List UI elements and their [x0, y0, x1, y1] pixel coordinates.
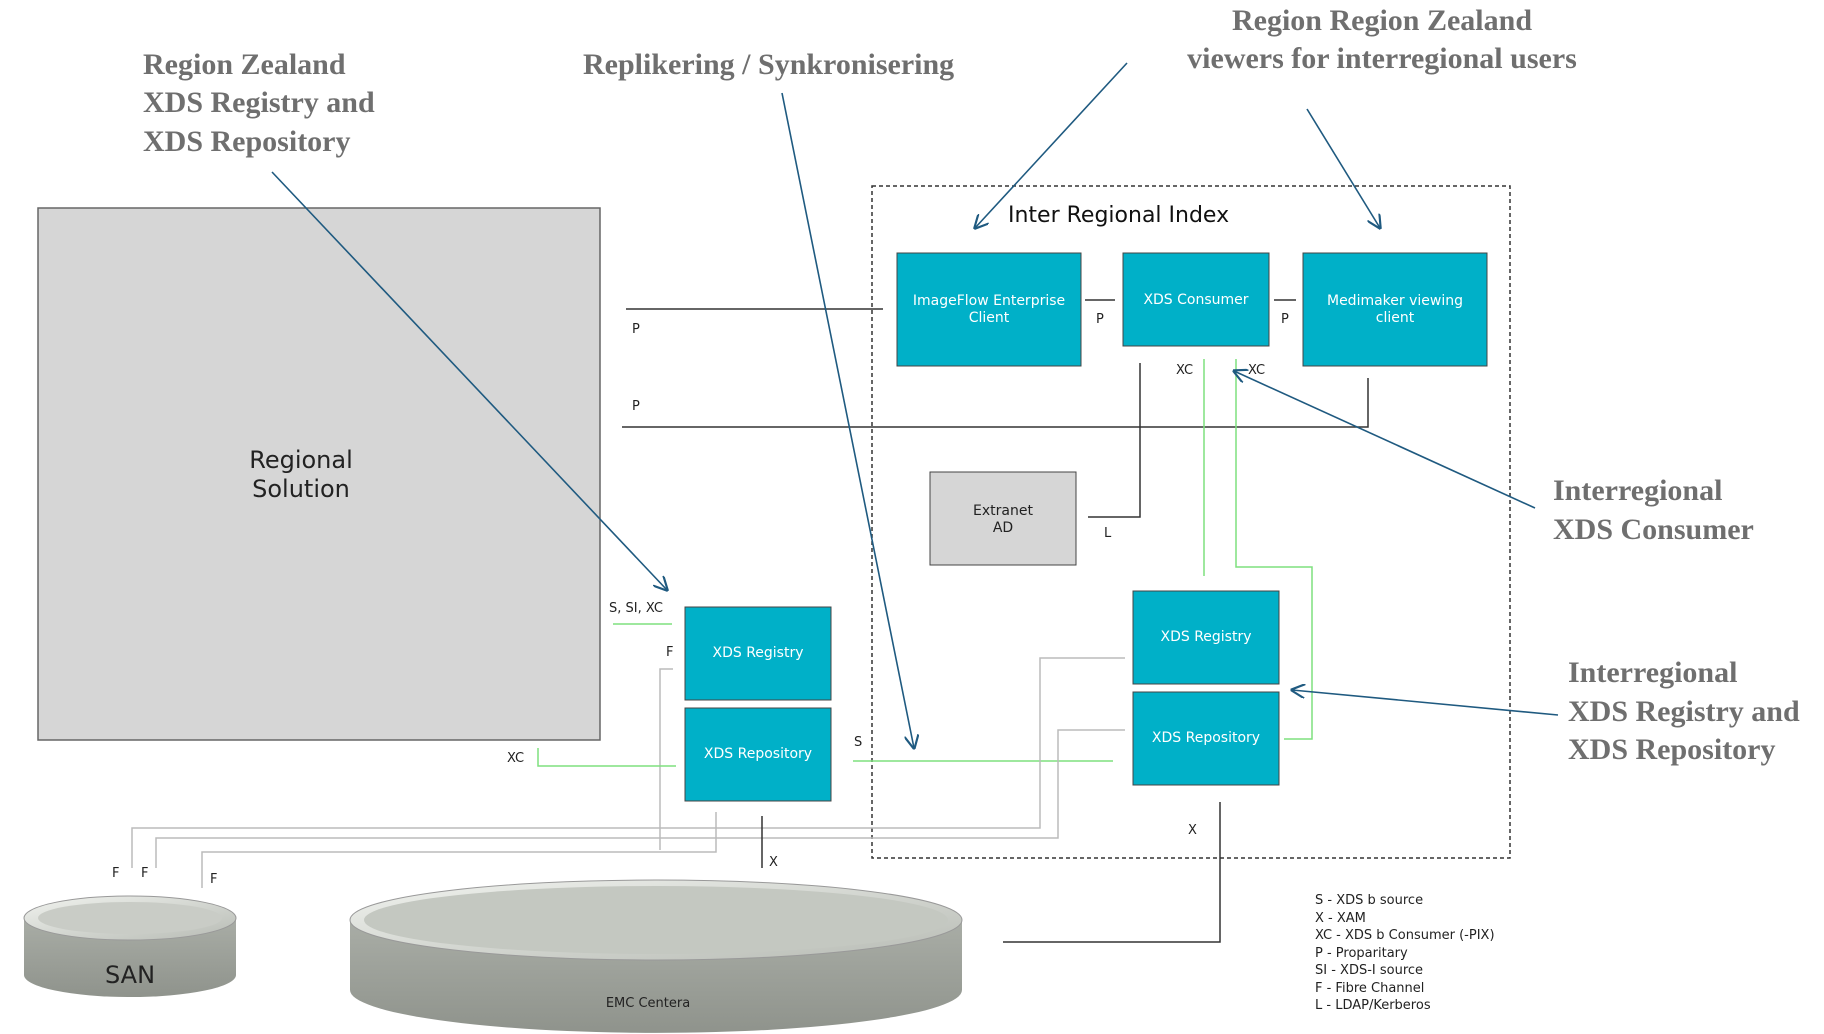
san-label: SAN	[105, 961, 155, 989]
legend-item-s: S - XDS b source	[1315, 893, 1423, 908]
annotation-viewers-line2: viewers for interregional users	[1187, 42, 1577, 75]
extranet-label-line1: Extranet	[973, 503, 1033, 519]
emc-centera-storage-icon	[349, 879, 963, 1033]
label-p-bottom: P	[632, 399, 640, 414]
xds-repository-region-box	[684, 707, 832, 802]
annotation-interregional-consumer-line1: Interregional	[1553, 474, 1722, 507]
label-p-top: P	[632, 322, 640, 337]
medimaker-label-line1: Medimaker viewing	[1327, 293, 1463, 309]
inter-regional-index-container	[871, 185, 1511, 859]
legend-item-xc: XC - XDS b Consumer (-PIX)	[1315, 928, 1495, 943]
imageflow-label-line1: ImageFlow Enterprise	[913, 293, 1065, 309]
annotation-interregional-consumer-line2: XDS Consumer	[1553, 513, 1754, 546]
annotation-viewers-line1: Region Region Zealand	[1232, 4, 1532, 37]
inter-regional-index-title: Inter Regional Index	[1008, 203, 1229, 228]
extranet-ad-box	[929, 471, 1077, 566]
annotation-interregional-registry-line1: Interregional	[1568, 656, 1737, 689]
xds-repository-interregional-label: XDS Repository	[1152, 730, 1260, 746]
label-f-registry: F	[666, 645, 673, 660]
regional-solution-label-line1: Regional	[249, 446, 353, 474]
legend: S - XDS b source X - XAM XC - XDS b Cons…	[1315, 893, 1495, 1013]
label-p-imageflow-consumer: P	[1096, 312, 1104, 327]
label-x-right: X	[1188, 823, 1197, 838]
label-xc-left: XC	[507, 751, 524, 766]
extranet-label-line2: AD	[993, 520, 1013, 536]
regional-solution-box	[37, 207, 601, 741]
imageflow-client-box	[896, 252, 1082, 367]
regional-solution-label-line2: Solution	[252, 475, 350, 503]
label-f2: F	[141, 866, 148, 881]
legend-item-x: X - XAM	[1315, 911, 1366, 926]
annotation-region-zealand-line3: XDS Repository	[143, 125, 351, 158]
label-l: L	[1104, 526, 1112, 541]
label-x-left: X	[769, 855, 778, 870]
medimaker-label-line2: client	[1376, 310, 1415, 326]
emc-centera-label: EMC Centera	[606, 996, 690, 1011]
label-f1: F	[112, 866, 119, 881]
annotation-region-zealand-line1: Region Zealand	[143, 48, 346, 81]
xds-consumer-label: XDS Consumer	[1143, 292, 1248, 308]
xds-consumer-box	[1122, 252, 1270, 347]
legend-item-f: F - Fibre Channel	[1315, 981, 1424, 996]
xds-repository-region-label: XDS Repository	[704, 746, 812, 762]
annotation-region-zealand-line2: XDS Registry and	[143, 86, 375, 119]
label-f3: F	[210, 872, 217, 887]
legend-item-si: SI - XDS-I source	[1315, 963, 1423, 978]
san-storage-icon	[23, 895, 237, 997]
label-xc-consumer-left: XC	[1176, 363, 1193, 378]
xds-registry-interregional-box	[1132, 590, 1280, 685]
medimaker-client-box	[1302, 252, 1488, 367]
annotation-interregional-registry-line3: XDS Repository	[1568, 733, 1776, 766]
label-xc-consumer-right: XC	[1248, 363, 1265, 378]
label-p-consumer-medimaker: P	[1281, 312, 1289, 327]
legend-item-p: P - Proparitary	[1315, 946, 1408, 961]
xds-registry-interregional-label: XDS Registry	[1160, 629, 1251, 645]
label-s-si-xc: S, SI, XC	[609, 601, 663, 616]
xds-registry-region-box	[684, 606, 832, 701]
annotation-interregional-registry-line2: XDS Registry and	[1568, 695, 1800, 728]
label-s: S	[854, 735, 862, 750]
xds-repository-interregional-box	[1132, 691, 1280, 786]
imageflow-label-line2: Client	[969, 310, 1010, 326]
annotation-replikering: Replikering / Synkronisering	[583, 48, 954, 81]
xds-registry-region-label: XDS Registry	[712, 645, 803, 661]
legend-item-l: L - LDAP/Kerberos	[1315, 998, 1431, 1013]
